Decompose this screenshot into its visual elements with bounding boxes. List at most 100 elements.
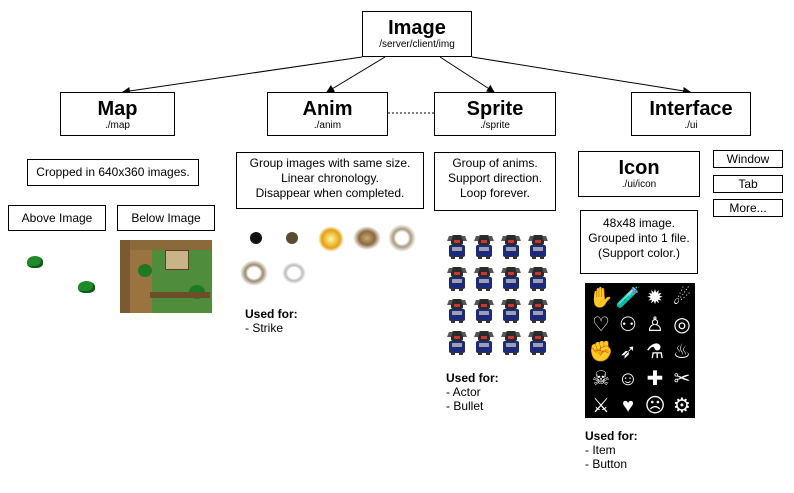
sprite-frame <box>446 267 468 291</box>
map-wall-left <box>120 240 130 313</box>
icon-glyph: ☄ <box>673 287 691 309</box>
sprite-frame <box>527 235 549 259</box>
node-icon-path: ./ui/icon <box>621 179 657 190</box>
anim-note: Group images with same size. Linear chro… <box>236 152 424 209</box>
sprite-used-for: Used for: - Actor - Bullet <box>446 371 499 413</box>
interface-used-for-title: Used for: <box>585 429 638 443</box>
map-path <box>130 250 152 313</box>
icon-glyph: ♡ <box>592 314 610 336</box>
node-icon-title: Icon <box>618 157 660 179</box>
anim-frame <box>286 232 298 244</box>
icon-note-line: (Support color.) <box>597 246 681 260</box>
sprite-frame <box>473 235 495 259</box>
anim-frame <box>388 224 416 252</box>
icon-glyph: 🧪 <box>615 287 641 309</box>
node-image: Image /server/client/img <box>362 11 472 57</box>
anim-note-line: Disappear when completed. <box>255 186 405 200</box>
bush-sprite <box>78 281 95 293</box>
below-image-preview <box>120 240 212 313</box>
below-image-label: Below Image <box>117 205 215 231</box>
icon-note-line: 48x48 image. <box>602 216 676 230</box>
icon-glyph: ➶ <box>619 341 637 363</box>
above-image-label: Above Image <box>8 205 106 231</box>
node-interface: Interface ./ui <box>631 92 751 136</box>
icon-glyph: ◎ <box>673 314 691 336</box>
map-gate <box>165 250 189 270</box>
icon-glyph: ✊ <box>588 341 614 363</box>
sprite-frame <box>527 267 549 291</box>
anim-frame <box>250 232 262 244</box>
node-map-path: ./map <box>104 120 130 131</box>
sprite-frame <box>446 235 468 259</box>
sprite-note-line: Support direction. <box>447 171 543 185</box>
interface-used-for: Used for: - Item - Button <box>585 429 638 471</box>
node-anim: Anim ./anim <box>267 92 388 136</box>
node-icon: Icon ./ui/icon <box>578 151 700 197</box>
sprite-frame <box>500 235 522 259</box>
icon-note-line: Grouped into 1 file. <box>588 231 690 245</box>
map-note: Cropped in 640x360 images. <box>27 159 199 186</box>
sprite-frame <box>473 267 495 291</box>
icon-sheet: ✋🧪✹☄♡⚇♙◎✊➶⚗♨☠☺✚✂⚔♥☹⚙ <box>585 283 695 418</box>
edge-image-map <box>122 56 363 95</box>
icon-note: 48x48 image. Grouped into 1 file. (Suppo… <box>580 210 698 274</box>
sprite-used-for-item: - Actor <box>446 385 481 399</box>
icon-glyph: ✂ <box>673 368 691 390</box>
anim-note-line: Group images with same size. <box>249 156 411 170</box>
icon-glyph: ✋ <box>588 287 614 309</box>
node-interface-title: Interface <box>649 98 733 120</box>
sprite-frame <box>500 299 522 323</box>
icon-glyph: ☺ <box>617 368 639 390</box>
sprite-used-for-title: Used for: <box>446 371 499 385</box>
node-interface-path: ./ui <box>684 120 698 131</box>
sprite-note-line: Group of anims. <box>452 156 538 170</box>
sprite-frame <box>500 267 522 291</box>
node-anim-path: ./anim <box>313 120 342 131</box>
sprite-used-for-item: - Bullet <box>446 399 484 413</box>
edge-image-interface <box>471 56 691 95</box>
map-tree <box>138 264 152 277</box>
node-sprite-title: Sprite <box>466 98 524 120</box>
more-button[interactable]: More... <box>713 199 783 217</box>
map-wall-top <box>120 240 212 250</box>
sprite-sheet <box>446 235 549 360</box>
anim-frame <box>353 226 381 250</box>
sprite-note: Group of anims. Support direction. Loop … <box>434 152 556 211</box>
icon-glyph: ♨ <box>673 341 691 363</box>
icon-glyph: ✹ <box>646 287 664 309</box>
map-ledge <box>150 292 210 298</box>
interface-used-for-item: - Item <box>585 443 616 457</box>
sprite-frame <box>527 331 549 355</box>
window-button[interactable]: Window <box>713 150 783 168</box>
node-image-title: Image <box>388 17 446 39</box>
tab-button[interactable]: Tab <box>713 175 783 193</box>
anim-used-for-title: Used for: <box>245 307 298 321</box>
anim-frames <box>238 222 428 294</box>
edge-image-sprite <box>439 56 495 93</box>
icon-glyph: ⚇ <box>619 314 637 336</box>
icon-glyph: ⚔ <box>592 395 610 417</box>
node-image-path: /server/client/img <box>379 39 455 50</box>
bush-sprite <box>27 256 43 268</box>
node-sprite: Sprite ./sprite <box>434 92 556 136</box>
icon-glyph: ☹ <box>644 395 666 417</box>
anim-used-for-item: - Strike <box>245 321 284 335</box>
sprite-frame <box>527 299 549 323</box>
icon-glyph: ♙ <box>646 314 664 336</box>
node-sprite-path: ./sprite <box>479 120 510 131</box>
sprite-frame <box>446 331 468 355</box>
icon-glyph: ⚙ <box>673 395 691 417</box>
node-map-title: Map <box>97 98 138 120</box>
sprite-note-line: Loop forever. <box>459 186 531 200</box>
sprite-frame <box>446 299 468 323</box>
sprite-frame <box>500 331 522 355</box>
node-anim-title: Anim <box>302 98 353 120</box>
icon-glyph: ⚗ <box>646 341 664 363</box>
interface-used-for-item: - Button <box>585 457 628 471</box>
node-map: Map ./map <box>60 92 175 136</box>
anim-frame <box>318 226 344 252</box>
icon-glyph: ✚ <box>646 368 664 390</box>
above-image-preview <box>26 256 106 296</box>
anim-frame <box>240 260 268 286</box>
anim-note-line: Linear chronology. <box>281 171 379 185</box>
